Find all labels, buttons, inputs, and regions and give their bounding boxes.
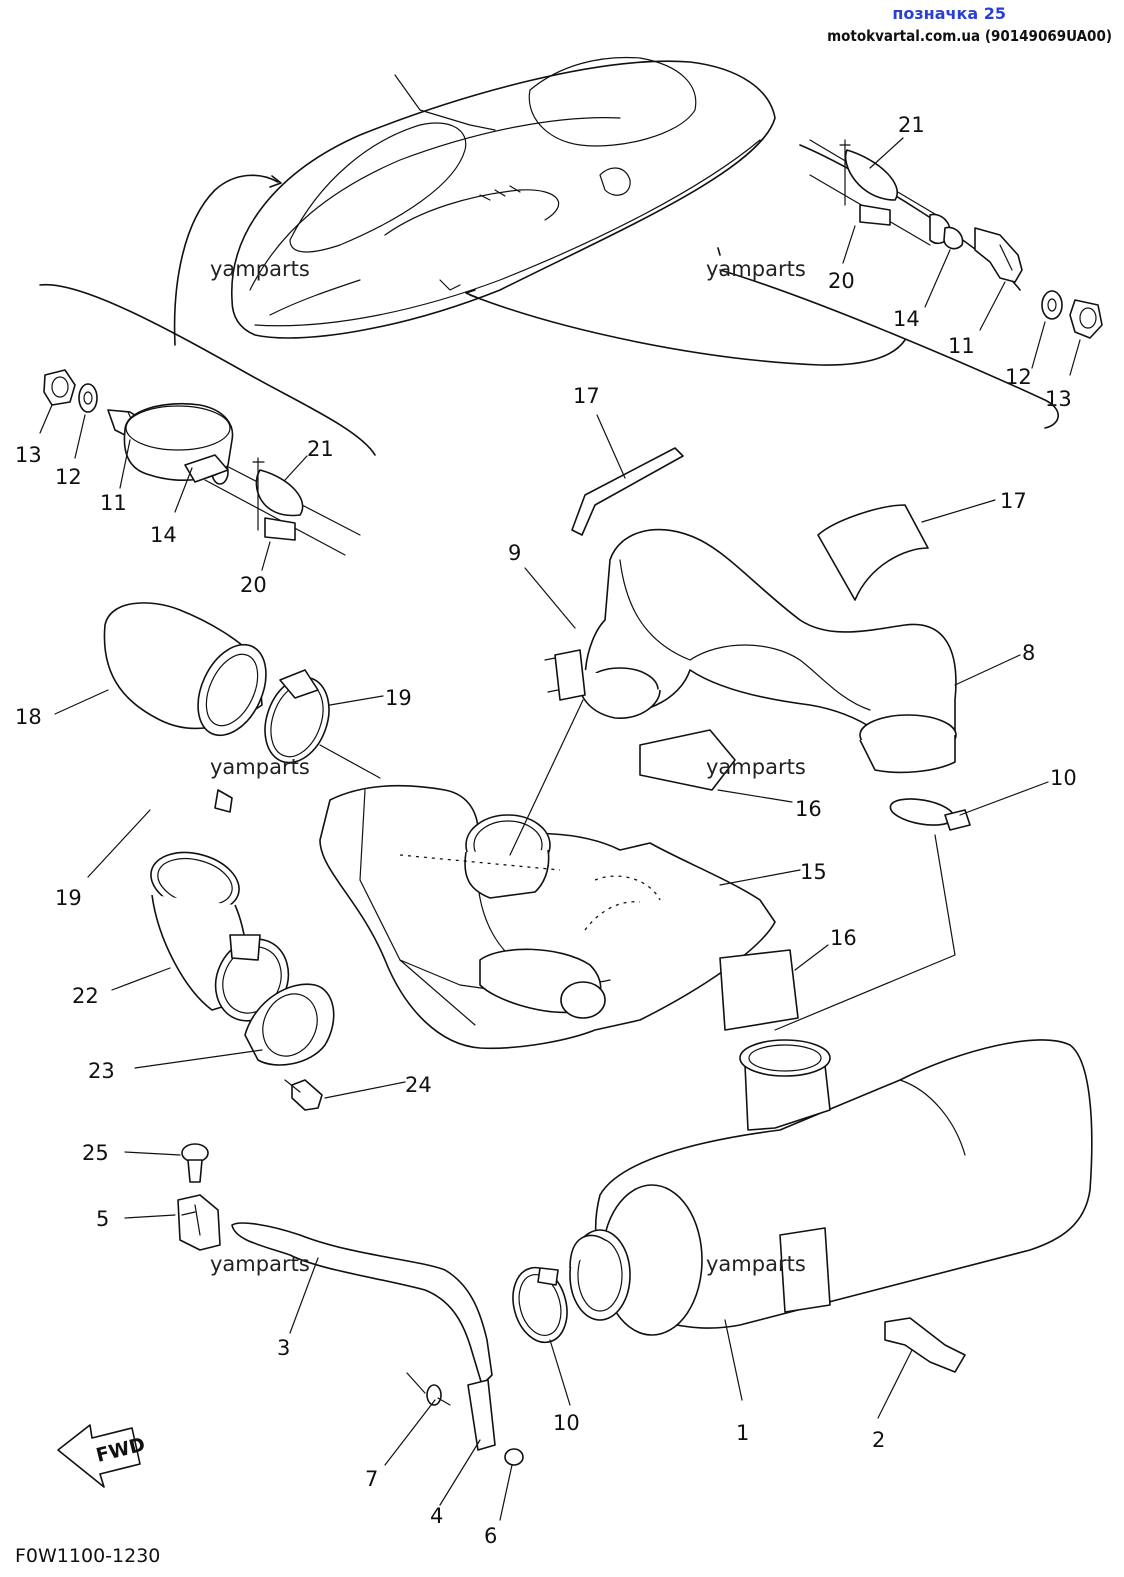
- pad-16b-icon: [719, 949, 799, 1031]
- rivet-7-icon: [406, 1372, 451, 1406]
- watermark: yamparts: [706, 257, 806, 281]
- callout-15: 15: [800, 860, 827, 884]
- clamp-10a-icon: [889, 798, 971, 831]
- callout-20-left: 20: [240, 573, 267, 597]
- callout-5: 5: [96, 1207, 109, 1231]
- clamp-10b-icon: [512, 1266, 568, 1344]
- gasket-23-icon: [244, 983, 335, 1066]
- callout-16-lower: 16: [830, 926, 857, 950]
- heat-protector-17a-icon: [571, 447, 684, 536]
- callout-23: 23: [88, 1059, 115, 1083]
- bracket-2-icon: [884, 1317, 966, 1373]
- callout-4: 4: [430, 1504, 443, 1528]
- drawing-code: F0W1100-1230: [15, 1545, 160, 1567]
- header-subtitle: motokvartal.com.ua (90149069UA00): [827, 27, 1112, 45]
- callout-17: 17: [573, 384, 600, 408]
- watermarks: yamparts yamparts yamparts yamparts yamp…: [210, 257, 806, 1276]
- callout-labels: 21 20 14 11 12 13 21 20 14 11 12 13 17 1…: [15, 113, 1077, 1548]
- watermark: yamparts: [706, 1252, 806, 1276]
- callout-19-left: 19: [55, 886, 82, 910]
- callout-18: 18: [15, 705, 42, 729]
- band-3-icon: [231, 1222, 493, 1386]
- screw-25-icon: [181, 1143, 209, 1183]
- callout-3: 3: [277, 1336, 290, 1360]
- callout-12-left: 12: [55, 465, 82, 489]
- callout-21: 21: [898, 113, 925, 137]
- callout-19: 19: [385, 686, 412, 710]
- callout-13: 13: [1045, 387, 1072, 411]
- watercraft-icon: [231, 56, 776, 339]
- pad-16a-icon: [639, 729, 736, 791]
- exhaust-hose-8-9-icon: [544, 528, 957, 774]
- callout-14-left: 14: [150, 523, 177, 547]
- callout-25: 25: [82, 1141, 109, 1165]
- callout-17-right: 17: [1000, 489, 1027, 513]
- fwd-arrow-icon[interactable]: FWD: [57, 1424, 147, 1488]
- callout-10-top: 10: [1050, 766, 1077, 790]
- callout-20: 20: [828, 269, 855, 293]
- watermark: yamparts: [210, 257, 310, 281]
- water-lock-15-icon: [319, 784, 776, 1050]
- callout-13-left: 13: [15, 443, 42, 467]
- watermark: yamparts: [210, 755, 310, 779]
- callout-24: 24: [405, 1073, 432, 1097]
- callout-2: 2: [872, 1428, 885, 1452]
- callout-8: 8: [1022, 641, 1035, 665]
- callout-9: 9: [508, 541, 521, 565]
- callout-14: 14: [893, 307, 920, 331]
- callout-11: 11: [948, 334, 975, 358]
- callout-12: 12: [1005, 365, 1032, 389]
- callout-6: 6: [484, 1524, 497, 1548]
- callout-7: 7: [365, 1467, 378, 1491]
- leader-lines: [39, 137, 1081, 1521]
- holder-5-icon: [177, 1194, 221, 1251]
- callout-10-bottom: 10: [553, 1411, 580, 1435]
- watermark: yamparts: [706, 755, 806, 779]
- joint-18-icon: [103, 602, 267, 737]
- callout-22: 22: [72, 984, 99, 1008]
- callout-1: 1: [736, 1421, 749, 1445]
- plate-4-icon: [467, 1379, 496, 1451]
- callout-11-left: 11: [100, 491, 127, 515]
- bolt-24-icon: [284, 1079, 323, 1111]
- fastener-set-right-icon: [809, 139, 1103, 339]
- header-title: позначка 25: [892, 4, 1006, 23]
- callout-21-left: 21: [307, 437, 334, 461]
- heat-protector-17b-icon: [817, 504, 929, 601]
- clamp-19-icon: [123, 402, 330, 813]
- washer-6-icon: [504, 1448, 524, 1466]
- exhaust-muffler-icon: [569, 1039, 1093, 1336]
- callout-16: 16: [795, 797, 822, 821]
- watermark: yamparts: [210, 1252, 310, 1276]
